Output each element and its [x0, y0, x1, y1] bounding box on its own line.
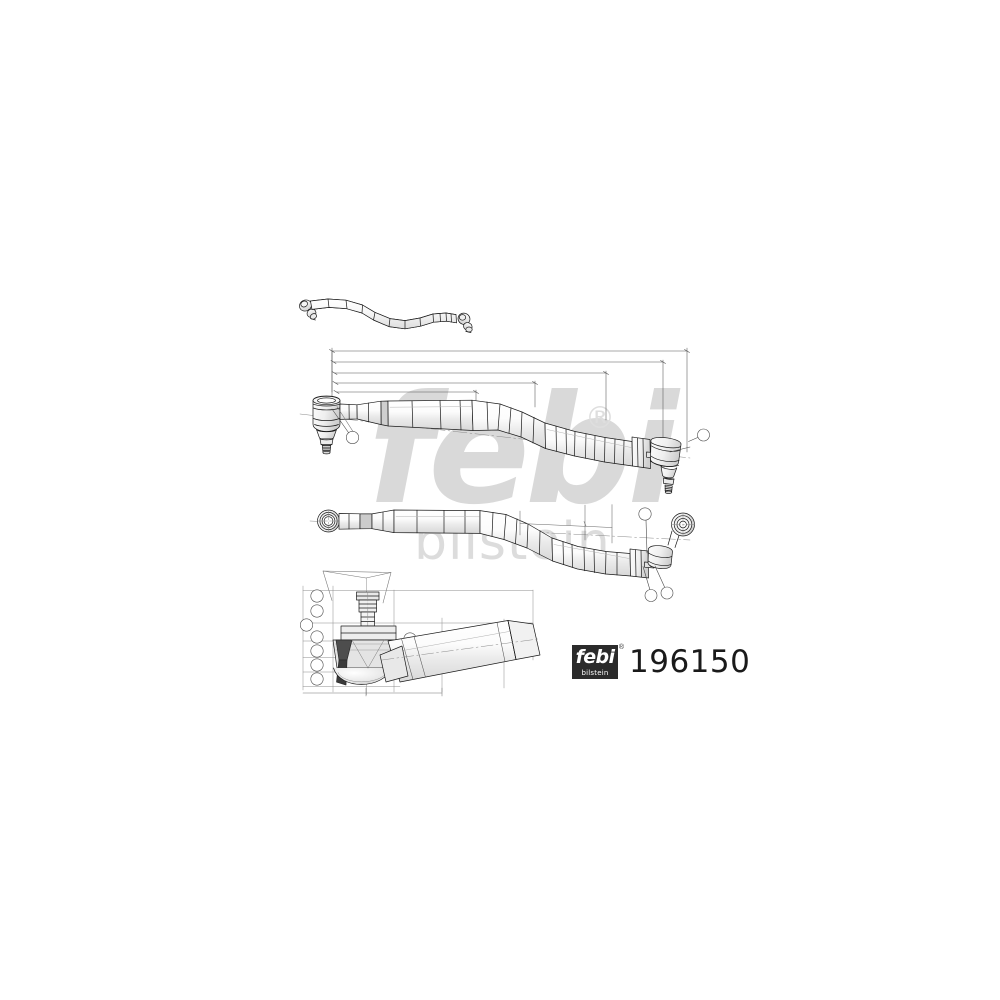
- dimension-line-stack: [329, 347, 690, 453]
- section-detail-view-group: [299, 570, 541, 697]
- secondary-tube-body: [359, 509, 631, 577]
- main-tube-body: [339, 399, 633, 467]
- secondary-clamp-and-joint: [629, 512, 695, 579]
- secondary-elevation-view-group: [309, 504, 695, 602]
- febi-bilstein-logo-icon: febi bilstein ®: [572, 644, 624, 679]
- secondary-view-balloon-callouts: [638, 507, 674, 602]
- detail-threaded-tube-stub: [379, 620, 541, 683]
- secondary-view-dimension-marks: [519, 504, 613, 544]
- detail-balloon-callouts: [299, 589, 417, 686]
- main-elevation-view-group: [299, 395, 710, 494]
- detail-housing-section: [332, 625, 397, 686]
- secondary-left-joint-topview: [317, 509, 361, 533]
- perspective-rod-body: [310, 298, 457, 330]
- main-left-ball-joint: [312, 395, 341, 455]
- perspective-right-ball-joint: [457, 312, 473, 333]
- detail-centerline: [381, 638, 539, 661]
- main-right-ball-joint: [650, 437, 682, 494]
- logo-brand-primary: febi: [575, 646, 615, 668]
- logo-registered-icon: ®: [618, 644, 624, 651]
- perspective-view-group: [299, 298, 473, 333]
- logo-brand-secondary: bilstein: [581, 669, 609, 677]
- detail-dimension-marks: [302, 687, 443, 697]
- part-number-block: febi bilstein ® 196150: [572, 644, 751, 680]
- main-view-balloon-callouts: [331, 406, 710, 453]
- detail-stud-top: [356, 591, 380, 627]
- part-number-value: 196150: [629, 644, 751, 680]
